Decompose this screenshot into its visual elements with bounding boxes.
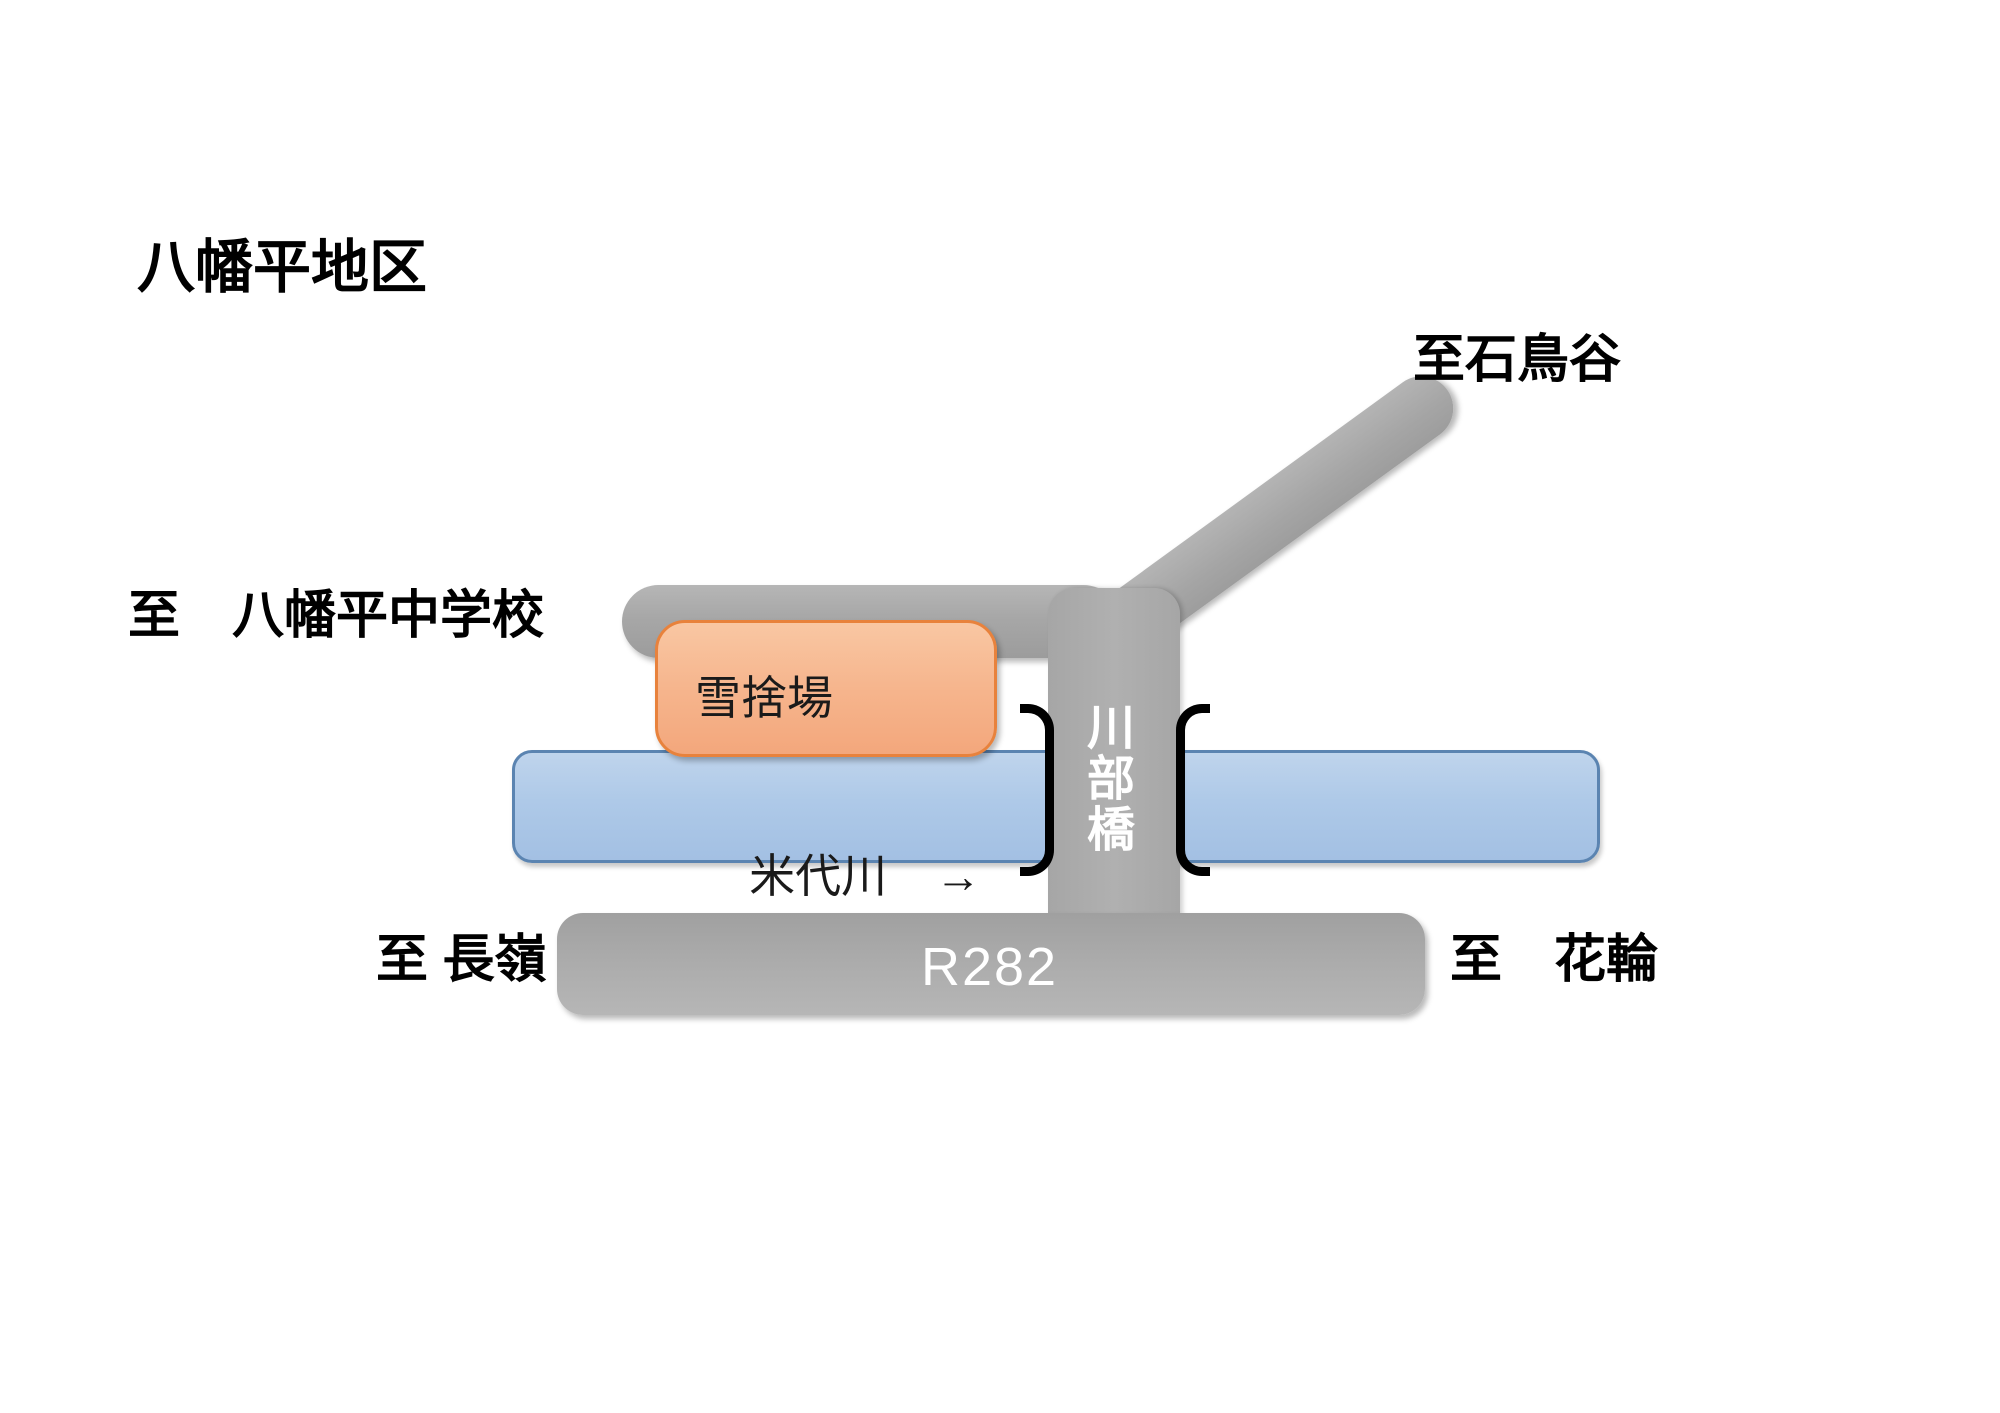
road-r282 — [557, 913, 1425, 1015]
snow-dump-label: 雪捨場 — [695, 672, 833, 724]
page-title: 八幡平地区 — [137, 235, 428, 300]
snow-dump-site — [655, 620, 997, 757]
bridge-bracket-left-icon — [1020, 704, 1054, 876]
direction-label-hanawa: 至 花輪 — [1450, 931, 1659, 989]
flow-direction-arrow-icon: → — [935, 850, 982, 902]
bridge-label: 川部橋 — [1079, 702, 1132, 855]
river-name: 米代川 — [749, 850, 888, 902]
direction-label-ishidoriya: 至石鳥谷 — [1413, 331, 1622, 389]
river-label: 米代川 → — [698, 786, 981, 960]
route-number-label: R282 — [921, 937, 1059, 997]
bridge-shape — [1048, 588, 1180, 918]
direction-label-school: 至 八幡平中学校 — [128, 587, 545, 645]
bridge-bracket-right-icon — [1176, 704, 1210, 876]
direction-label-nagamine: 至 長嶺 — [376, 931, 547, 989]
